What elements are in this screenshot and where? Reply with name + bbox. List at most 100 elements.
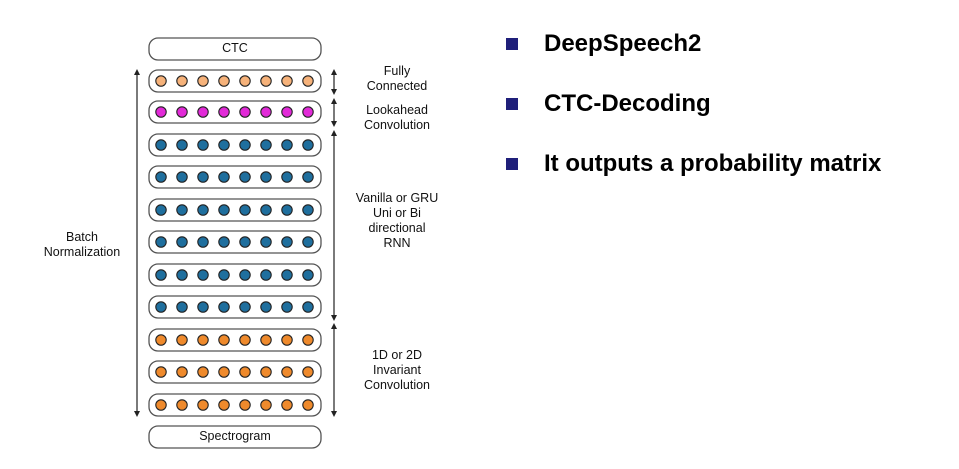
layer-rnn: [148, 295, 322, 319]
neuron: [197, 236, 209, 248]
neuron: [218, 334, 230, 346]
neuron: [197, 269, 209, 281]
neuron: [197, 204, 209, 216]
neuron: [281, 236, 293, 248]
neuron: [176, 106, 188, 118]
layer-box: [148, 360, 322, 384]
spectrogram-label: Spectrogram: [199, 429, 271, 443]
neuron: [176, 236, 188, 248]
neuron: [302, 301, 314, 313]
neuron: [197, 106, 209, 118]
layer-rnn: [148, 133, 322, 157]
neuron: [281, 204, 293, 216]
neuron: [302, 139, 314, 151]
layer-box: [148, 69, 322, 93]
neuron: [260, 399, 272, 411]
neuron: [260, 269, 272, 281]
neuron: [260, 139, 272, 151]
neuron: [218, 204, 230, 216]
neuron: [260, 366, 272, 378]
neuron: [302, 106, 314, 118]
layer-box: [148, 393, 322, 417]
deepspeech2-architecture-diagram: CTC Spectrogram Batch Normalization Full…: [0, 0, 470, 469]
layer-box: [148, 100, 322, 124]
neuron: [197, 301, 209, 313]
layer-rnn: [148, 165, 322, 189]
ctc-label: CTC: [222, 41, 248, 55]
rnn-label: Vanilla or GRU Uni or Bi directional RNN: [355, 191, 439, 250]
neuron: [302, 399, 314, 411]
neuron: [155, 334, 167, 346]
neuron: [218, 366, 230, 378]
neuron: [239, 75, 251, 87]
layer-lookahead-conv: [148, 100, 322, 124]
neuron: [155, 171, 167, 183]
neuron: [302, 366, 314, 378]
neuron: [176, 366, 188, 378]
spectrogram-box: [148, 425, 322, 449]
neuron: [197, 171, 209, 183]
neuron: [302, 334, 314, 346]
neuron: [197, 75, 209, 87]
neuron: [218, 269, 230, 281]
neuron: [302, 204, 314, 216]
layer-rnn: [148, 230, 322, 254]
bullet-item: It outputs a probability matrix: [506, 134, 881, 194]
neuron: [218, 301, 230, 313]
neuron: [281, 139, 293, 151]
neuron: [281, 75, 293, 87]
neuron: [260, 106, 272, 118]
neuron: [155, 236, 167, 248]
neuron: [176, 139, 188, 151]
invariant-convolution-label: 1D or 2D Invariant Convolution: [363, 348, 430, 392]
neuron: [155, 106, 167, 118]
bullet-square-icon: [506, 158, 518, 170]
architecture-svg: [134, 37, 337, 449]
neuron: [260, 204, 272, 216]
neuron: [239, 334, 251, 346]
neuron: [218, 236, 230, 248]
neuron: [239, 399, 251, 411]
layer-box: [148, 165, 322, 189]
layer-rnn: [148, 198, 322, 222]
batch-normalization-label: Batch Normalization: [43, 230, 121, 259]
layer-box: [148, 295, 322, 319]
neuron: [155, 139, 167, 151]
layer-conv: [148, 328, 322, 352]
neuron: [260, 75, 272, 87]
neuron: [197, 366, 209, 378]
neuron: [197, 334, 209, 346]
layer-box: [148, 230, 322, 254]
neuron: [302, 75, 314, 87]
neuron: [155, 269, 167, 281]
neuron: [281, 366, 293, 378]
layer-stack: [148, 69, 322, 417]
neuron: [155, 75, 167, 87]
fully-connected-label: Fully Connected: [366, 64, 428, 93]
bullet-list: DeepSpeech2 CTC-Decoding It outputs a pr…: [506, 14, 881, 194]
neuron: [281, 269, 293, 281]
ctc-box: [148, 37, 322, 61]
bullet-text: CTC-Decoding: [544, 90, 711, 117]
neuron: [155, 366, 167, 378]
neuron: [260, 301, 272, 313]
layer-box: [148, 133, 322, 157]
neuron: [218, 171, 230, 183]
neuron: [176, 171, 188, 183]
bullet-item: CTC-Decoding: [506, 74, 881, 134]
neuron: [239, 301, 251, 313]
neuron: [218, 139, 230, 151]
layer-rnn: [148, 263, 322, 287]
neuron: [260, 236, 272, 248]
bullet-square-icon: [506, 38, 518, 50]
bullet-text: DeepSpeech2: [544, 30, 702, 57]
neuron: [155, 204, 167, 216]
neuron: [239, 366, 251, 378]
neuron: [260, 334, 272, 346]
neuron: [302, 171, 314, 183]
bullet-square-icon: [506, 98, 518, 110]
layer-conv: [148, 393, 322, 417]
neuron: [218, 106, 230, 118]
layer-box: [148, 328, 322, 352]
neuron: [176, 399, 188, 411]
